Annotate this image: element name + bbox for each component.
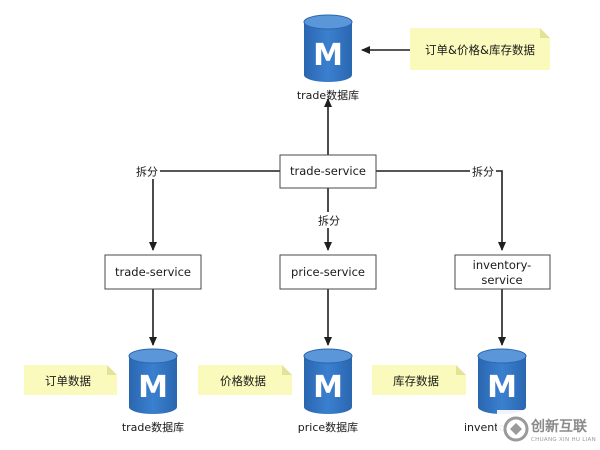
database-trade-label: trade数据库 [122,420,184,434]
db-letter: M [313,38,343,73]
database-inventory-label: invento [464,421,506,434]
note-inventory: 库存数据 [372,365,466,395]
split-label-left: 拆分 [136,165,158,179]
edge-labels: 拆分 拆分 拆分 [134,163,496,228]
db-letter: M [313,370,343,405]
service-price[interactable]: price-service [279,254,377,290]
db-letter: M [138,370,168,405]
database-icon: M [303,348,353,414]
database-price[interactable]: M price数据库 [298,348,358,434]
service-trade[interactable]: trade-service [104,254,202,290]
database-top[interactable]: M trade数据库 [297,14,359,102]
edge-split-left [149,170,280,251]
split-label-right: 拆分 [472,165,494,179]
note-price-text: 价格数据 [220,374,266,388]
note-inventory-text: 库存数据 [393,374,439,388]
watermark-logo-icon [503,416,529,442]
database-top-label: trade数据库 [297,88,359,102]
service-price-label: price-service [291,265,365,279]
note-trade: 订单数据 [24,365,117,395]
database-inventory[interactable]: M invento [464,348,527,434]
database-trade[interactable]: M trade数据库 [122,348,184,434]
service-inventory[interactable]: inventory- service [454,254,551,290]
edge-split-right [376,170,506,251]
service-inventory-label-line2: service [481,273,522,287]
database-icon: M [477,348,527,414]
database-icon: M [303,14,353,82]
watermark-subtext: CHUANG XIN HU LIAN [531,437,596,443]
database-price-label: price数据库 [298,420,358,434]
service-top-label: trade-service [290,164,366,178]
watermark-text: 创新互联 [530,418,588,435]
note-top: 订单&价格&库存数据 [410,28,550,70]
service-top[interactable]: trade-service [279,154,377,189]
watermark: 创新互联 CHUANG XIN HU LIAN [497,410,600,450]
service-inventory-label-line1: inventory- [473,258,532,272]
service-trade-label: trade-service [115,265,191,279]
note-trade-text: 订单数据 [45,374,91,388]
database-icon: M [128,348,178,414]
note-price: 价格数据 [198,365,292,395]
db-letter: M [487,370,517,405]
note-top-text: 订单&价格&库存数据 [425,43,535,57]
split-label-middle: 拆分 [318,214,340,228]
